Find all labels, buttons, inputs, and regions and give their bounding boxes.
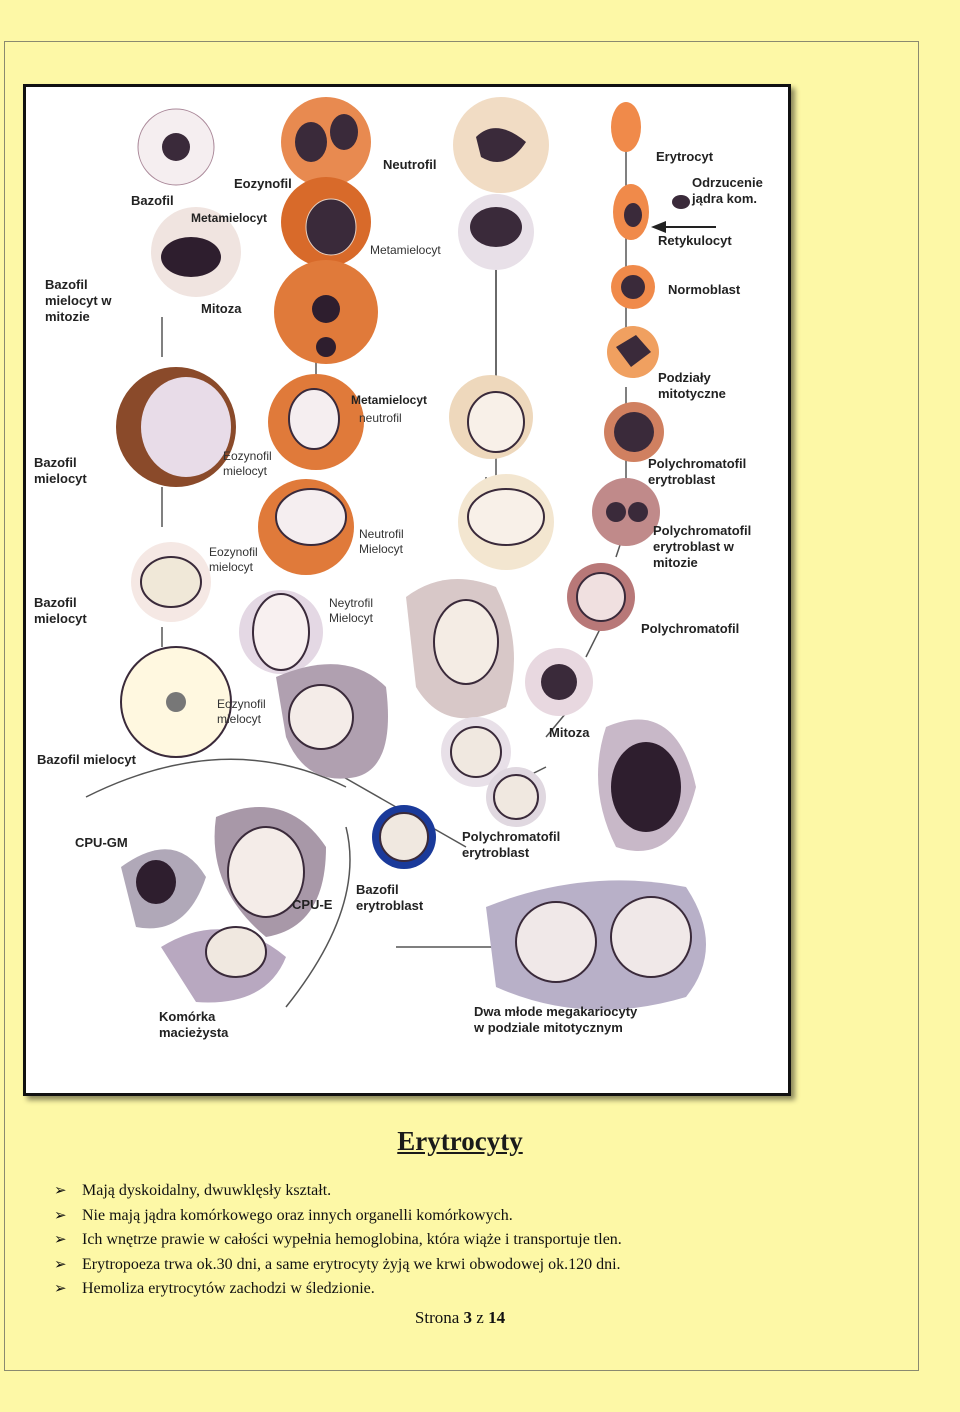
bullet-item: ➢Ich wnętrze prawie w całości wypełnia h… <box>54 1228 904 1253</box>
cell-illustration <box>85 97 716 1010</box>
page-number: Strona 3 z 14 <box>0 1308 920 1328</box>
label-bazofil: Bazofil <box>131 193 174 208</box>
label-mitoza-1: Mitoza <box>201 301 242 316</box>
label-metamielocyt-neutrofil: Metamielocyt <box>351 393 428 407</box>
label-bazofil-mielocyt-2: Bazofil mielocyt <box>34 595 87 626</box>
pager-total: 14 <box>488 1308 506 1327</box>
label-neytrofil-mielocyt: Neytrofil Mielocyt <box>329 596 374 625</box>
arrow-bullet-icon: ➢ <box>54 1232 67 1248</box>
label-podzialy: Podziały mitotyczne <box>658 370 726 401</box>
label-cpu-e: CPU-E <box>292 897 333 912</box>
label-bazofil-erytroblast: Bazofil erytroblast <box>356 882 424 913</box>
label-neutrofil-mielocyt: Neutrofil Mielocyt <box>359 527 404 556</box>
label-eozynofil-mielocyt-2: Eozynofil mielocyt <box>209 545 258 574</box>
label-metamielocyt-1: Metamielocyt <box>191 211 268 225</box>
label-erytrocyt: Erytrocyt <box>656 149 714 164</box>
label-odrzucenie: Odrzucenie jądra kom. <box>692 175 763 206</box>
label-normoblast: Normoblast <box>668 282 741 297</box>
label-neutrofil-sub: neutrofil <box>359 411 402 425</box>
label-komorka: Komórka macieżysta <box>159 1009 229 1040</box>
pager-current: 3 <box>463 1308 473 1327</box>
label-cpu-gm: CPU-GM <box>75 835 128 850</box>
label-eozynofil-mielocyt-1: Eozynofil mielocyt <box>223 449 272 478</box>
label-bazofil-mielocyt-1: Bazofil mielocyt <box>34 455 87 486</box>
pager-sep: z <box>476 1308 484 1327</box>
label-neutrofil: Neutrofil <box>383 157 437 172</box>
label-retykulocyt: Retykulocyt <box>658 233 732 248</box>
arrow-bullet-icon: ➢ <box>54 1207 67 1224</box>
label-megakariocyty: Dwa młode megakariocyty w podziale mitot… <box>474 1004 638 1035</box>
bullet-item: ➢Erytropoeza trwa ok.30 dni, a same eryt… <box>54 1253 904 1278</box>
label-mitoza-2: Mitoza <box>549 725 590 740</box>
page-frame <box>4 41 919 1371</box>
eosinophil-cells <box>137 97 549 297</box>
arrow-bullet-icon: ➢ <box>54 1281 67 1297</box>
label-polychromatofil-erytroblast-2: Polychromatofil erytroblast <box>462 829 561 860</box>
label-bazofil-mielocyt-3: Bazofil mielocyt <box>37 752 136 767</box>
bullet-item: ➢Nie mają jądra komórkowego oraz innych … <box>54 1204 904 1229</box>
label-polychromatofil-erytroblast-1: Polychromatofil erytroblast <box>648 456 747 487</box>
label-eozynofil-mielocyt-3: Eozynofil mielocyt <box>217 697 266 726</box>
bullet-item: ➢Hemoliza erytrocytów zachodzi w śledzio… <box>54 1277 904 1302</box>
label-metamielocyt-2: Metamielocyt <box>370 243 441 257</box>
section-title: Erytrocyty <box>397 1126 523 1156</box>
arrow-bullet-icon: ➢ <box>54 1256 67 1273</box>
bullet-list: ➢Mają dyskoidalny, dwuwklęsły kształt. ➢… <box>54 1179 904 1302</box>
label-polychromatofil: Polychromatofil <box>641 621 740 636</box>
label-bazofil-mielocyt-mitozie: Bazofil mielocyt w mitozie <box>45 277 112 324</box>
bullet-item: ➢Mają dyskoidalny, dwuwklęsły kształt. <box>54 1179 904 1204</box>
label-eozynofil: Eozynofil <box>234 176 292 191</box>
label-polychromatofil-erytroblast-mitozie: Polychromatofil erytroblast w mitozie <box>653 523 752 570</box>
arrow-bullet-icon: ➢ <box>54 1183 67 1199</box>
hematopoiesis-figure: Bazofil Eozynofil Neutrofil Erytrocyt Od… <box>23 84 791 1096</box>
pager-prefix: Strona <box>414 1308 460 1327</box>
